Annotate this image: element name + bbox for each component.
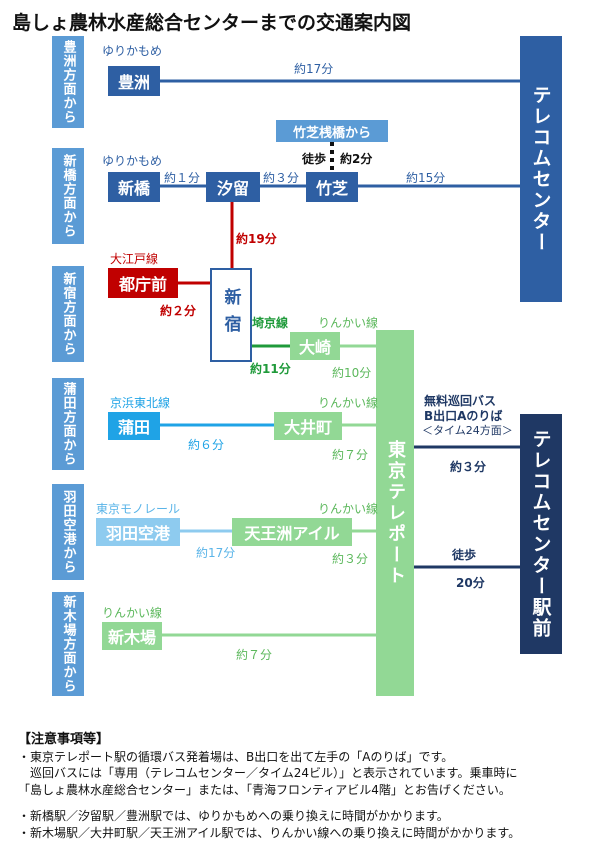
station-oimachi: 大井町 [274,412,342,440]
station-shinkiba: 新木場 [102,622,162,650]
time-bus: 約３分 [450,460,487,474]
station-osaki: 大崎 [290,332,340,360]
note-line-2: 巡回バスには「専用（テレコムセンター／タイム24ビル）」と表示されています。乗車… [18,766,518,780]
station-kamata: 蒲田 [108,412,160,440]
walk-label: 徒歩 [302,152,327,166]
direction-toyosu: 豊洲方面から [52,36,84,128]
line-saikyo: 埼京線 [252,316,289,330]
line-monorail: 東京モノレール [96,502,181,516]
teleport-box: 東京テレポート [376,330,414,696]
line-oedo: 大江戸線 [110,252,159,266]
direction-shimbashi: 新橋方面から [52,148,84,244]
note-line-1: ・東京テレポート駅の循環バス発着場は、B出口を出て左手の「Aのりば」です。 [18,749,454,764]
time-walk2: 20分 [456,576,485,590]
station-takeshiba: 竹芝 [306,172,358,202]
bus-label-2: B出口Aのりば [424,409,503,423]
time-walk-takeshiba: 約2分 [340,152,373,166]
station-toyosu: 豊洲 [108,66,160,96]
station-shimbashi: 新橋 [108,172,160,202]
walk2-label: 徒歩 [452,548,477,562]
time-toyosu-telecom: 約17分 [294,62,334,76]
direction-shinkiba: 新木場方面から [52,592,84,696]
line-keihin: 京浜東北線 [110,396,171,410]
time-tennozu-teleport: 約３分 [332,552,369,566]
bus-label-1: 無料巡回バス [424,394,497,408]
time-takeshiba-telecom: 約15分 [406,171,446,185]
time-tochomae-shinjuku: 約２分 [160,304,197,318]
time-osaki-teleport: 約10分 [332,366,372,380]
direction-shinjuku: 新宿方面から [52,266,84,362]
line-rinkai-2: りんかい線 [318,396,379,410]
note-line-4: ・新橋駅／汐留駅／豊洲駅では、ゆりかもめへの乗り換えに時間がかかります。 [18,809,449,823]
time-oimachi-teleport: 約７分 [332,448,369,462]
station-haneda: 羽田空港 [96,518,180,546]
station-tochomae: 都庁前 [108,268,178,298]
station-shiodome: 汐留 [206,172,260,202]
station-shinjuku: 新宿 [210,268,252,362]
bus-label-3: ＜タイム24方面＞ [422,424,513,437]
telecom-station-box: テレコムセンター駅前 [520,414,562,654]
line-rinkai-4: りんかい線 [102,606,163,620]
time-shinjuku-osaki: 約11分 [250,362,291,376]
direction-haneda: 羽田空港から [52,484,84,580]
station-tennozu: 天王洲アイル [232,518,352,546]
time-shinkiba-teleport: 約７分 [236,648,273,662]
takeshiba-pier-box: 竹芝桟橋から [276,120,388,142]
time-haneda-tennozu: 約17分 [196,546,236,560]
line-rinkai-3: りんかい線 [318,502,379,516]
line-yurikamome-2: ゆりかもめ [102,154,163,168]
route-lines [150,79,520,637]
line-yurikamome-1: ゆりかもめ [102,44,163,58]
note-line-5: ・新木場駅／大井町駅／天王洲アイル駅では、りんかい線への乗り換えに時間がかかりま… [18,825,521,840]
time-shiodome-shinjuku: 約19分 [236,232,277,246]
notes-heading: 【注意事項等】 [18,732,110,747]
page-title: 島しょ農林水産総合センターまでの交通案内図 [12,12,412,34]
direction-kamata: 蒲田方面から [52,378,84,470]
time-kamata-oimachi: 約６分 [188,438,225,452]
note-line-3: 「島しょ農林水産総合センター」または、「青海フロンティアビル4階」とお告げくださ… [18,782,511,797]
line-rinkai-1: りんかい線 [318,316,379,330]
notes-section: 【注意事項等】 ・東京テレポート駅の循環バス発着場は、B出口を出て左手の「Aのり… [18,732,520,841]
telecom-center-box: テレコムセンター [520,36,562,302]
time-shiodome-takeshiba: 約３分 [263,171,300,185]
time-shimbashi-shiodome: 約１分 [164,171,201,185]
